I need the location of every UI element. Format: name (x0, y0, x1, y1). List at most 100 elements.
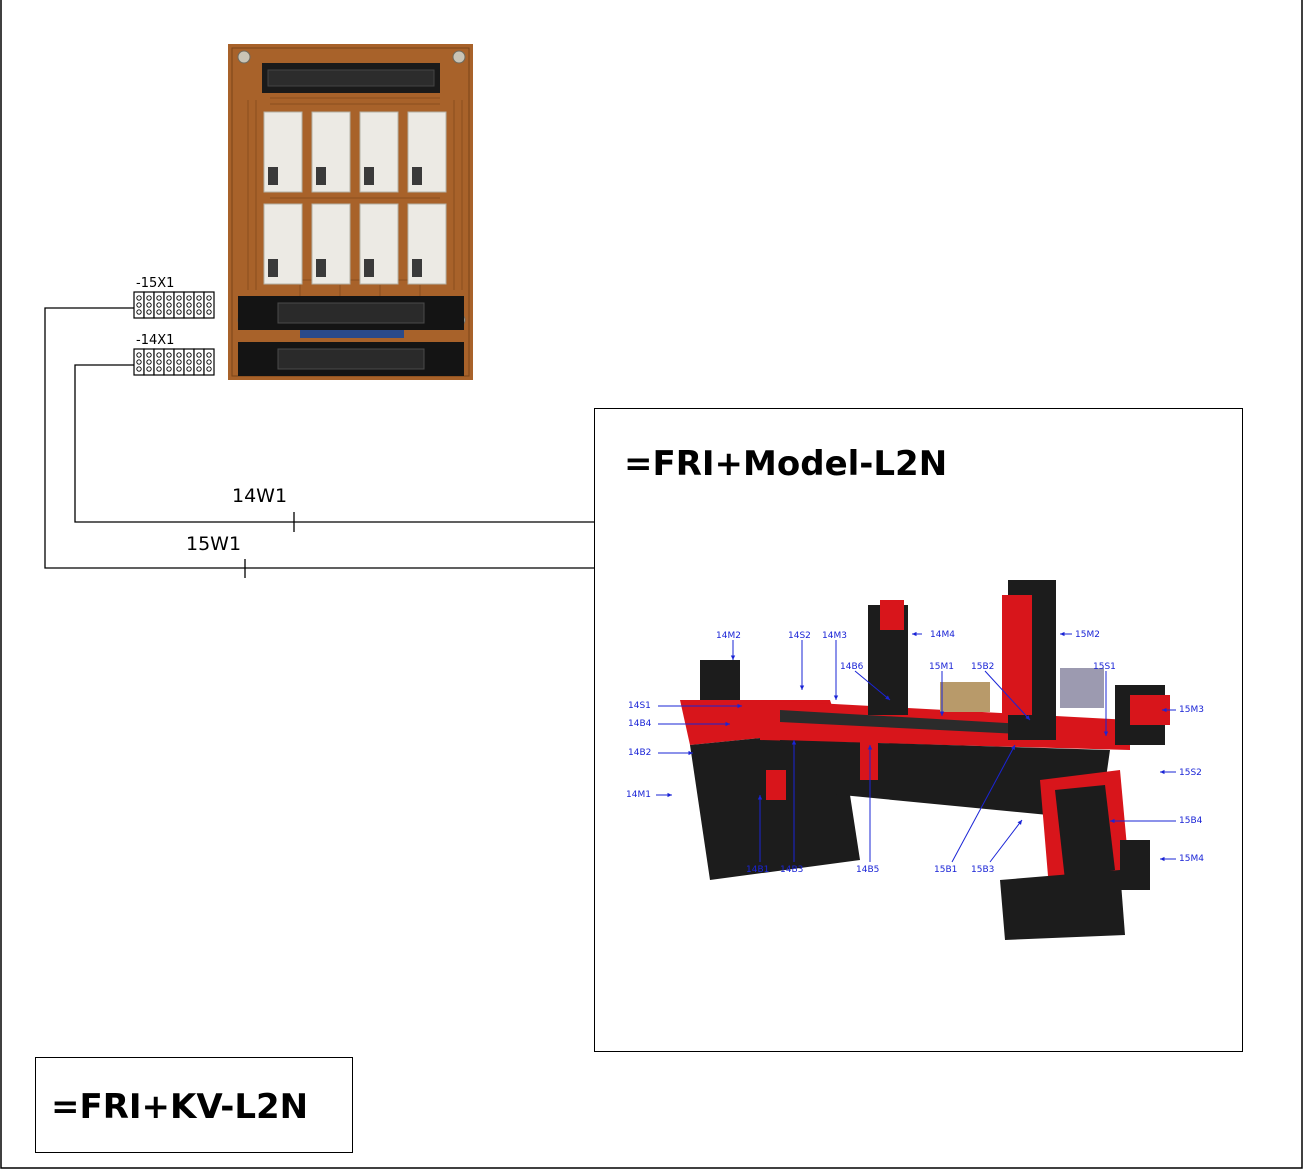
arrowhead-icon (1103, 731, 1109, 736)
relay-logo-icon (316, 167, 326, 185)
terminal-screw-icon (156, 302, 162, 308)
screw-icon (452, 50, 466, 64)
device-label: 14B5 (856, 865, 880, 875)
cable-label-14w1: 14W1 (232, 485, 288, 507)
terminal-screw-icon (136, 366, 142, 372)
terminal-label-15x1: -15X1 (136, 276, 175, 291)
terminal-screw-icon (196, 309, 202, 315)
relay-logo-icon (268, 167, 278, 185)
terminal-screw-icon (206, 295, 212, 301)
device-label: 15S1 (1093, 662, 1116, 672)
terminal-screw-icon (136, 352, 142, 358)
arrowhead-icon (885, 695, 890, 700)
terminal-screw-icon (136, 302, 142, 308)
led-strip (300, 330, 404, 338)
terminal-screw-icon (156, 366, 162, 372)
terminal-screw-icon (196, 352, 202, 358)
ribbon-connector-1-pins (277, 302, 425, 324)
arrowhead-icon (1160, 856, 1165, 862)
model-body (1060, 668, 1104, 708)
model-frame (594, 408, 1243, 1052)
relay-board-image (228, 44, 473, 380)
device-label: 14M2 (716, 631, 741, 641)
terminal-screw-icon (196, 295, 202, 301)
terminal-screw-icon (186, 366, 192, 372)
device-label: 15M2 (1075, 630, 1100, 640)
arrowhead-icon (1010, 745, 1015, 750)
terminal-screw-icon (146, 359, 152, 365)
terminal-label-14x1: -14X1 (136, 333, 175, 348)
terminal-screw-icon (206, 366, 212, 372)
terminal-screw-icon (206, 359, 212, 365)
leader-line (989, 819, 1023, 863)
model-body (780, 710, 1040, 735)
relay-group (263, 111, 447, 285)
relay-logo-icon (268, 259, 278, 277)
model-body (766, 770, 786, 800)
arrowhead-icon (667, 792, 672, 798)
arrowhead-icon (725, 721, 730, 727)
terminal-screw-icon (166, 295, 172, 301)
device-label: 14M3 (822, 631, 847, 641)
wire-14w1 (74, 364, 594, 523)
terminal-screw-icon (146, 295, 152, 301)
model-body (700, 660, 740, 700)
arrowhead-icon (737, 703, 742, 709)
leader-line (951, 744, 1016, 863)
header-connector-top-pins (267, 69, 435, 87)
terminal-screw-icon (196, 302, 202, 308)
arrowhead-icon (833, 695, 839, 700)
model-image (656, 580, 1176, 940)
model-body (1000, 870, 1125, 940)
terminal-screw-icon (146, 352, 152, 358)
device-label: 14B6 (840, 662, 864, 672)
arrowhead-icon (1160, 769, 1165, 775)
device-label: 15B3 (971, 865, 995, 875)
terminal-screw-icon (206, 302, 212, 308)
terminal-screw-icon (136, 295, 142, 301)
terminal-screw-icon (166, 309, 172, 315)
terminal-strip-14x1 (133, 348, 215, 376)
device-label: 15M1 (929, 662, 954, 672)
terminal-screw-icon (156, 295, 162, 301)
model-body (1120, 840, 1150, 890)
terminal-block (203, 348, 215, 376)
cable-label-15w1: 15W1 (186, 533, 242, 555)
terminal-screw-icon (196, 366, 202, 372)
terminal-screw-icon (146, 366, 152, 372)
arrowhead-icon (757, 795, 763, 800)
relay-logo-icon (364, 259, 374, 277)
device-label: 14B3 (780, 865, 804, 875)
relay-logo-icon (412, 259, 422, 277)
arrowhead-icon (867, 745, 873, 750)
relay-logo-icon (412, 167, 422, 185)
terminal-screw-icon (146, 309, 152, 315)
terminal-screw-icon (206, 352, 212, 358)
device-label: 14B4 (628, 719, 652, 729)
terminal-screw-icon (186, 302, 192, 308)
terminal-screw-icon (166, 352, 172, 358)
terminal-screw-icon (166, 366, 172, 372)
terminal-screw-icon (206, 309, 212, 315)
device-label: 15B4 (1179, 816, 1203, 826)
terminal-screw-icon (176, 302, 182, 308)
relay-logo-icon (316, 259, 326, 277)
arrowhead-icon (799, 685, 805, 690)
arrowhead-icon (1110, 818, 1115, 824)
wire-15w1 (44, 307, 594, 569)
pcb-traces (247, 97, 463, 300)
relay-logo-icon (364, 167, 374, 185)
terminal-screw-icon (176, 352, 182, 358)
terminal-screw-icon (186, 309, 192, 315)
arrowhead-icon (791, 740, 797, 745)
device-label: 15B1 (934, 865, 958, 875)
ribbon-connector-2-pins (277, 348, 425, 370)
terminal-screw-icon (186, 359, 192, 365)
terminal-screw-icon (196, 359, 202, 365)
leader-arrows (656, 631, 1176, 863)
arrowhead-icon (912, 631, 917, 637)
terminal-screw-icon (176, 366, 182, 372)
arrowhead-icon (1017, 820, 1022, 825)
device-label: 15S2 (1179, 768, 1202, 778)
